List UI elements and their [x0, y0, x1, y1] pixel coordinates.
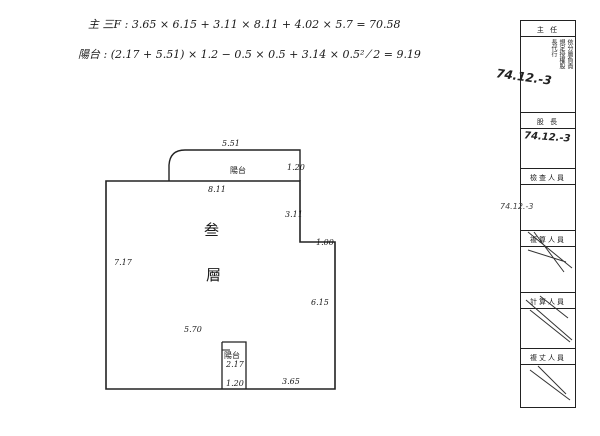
- dim-balcony-bottom-width: 1.20: [226, 379, 244, 388]
- dim-right-upper: 3.11: [285, 210, 303, 219]
- section-chief-cell: 股 長: [521, 113, 575, 129]
- form-header: 主 任: [536, 26, 560, 34]
- form-header-cell: 主 任: [521, 21, 575, 37]
- drafter-label: 複丈人員: [530, 354, 566, 362]
- section-chief-sign-cell: [521, 129, 575, 169]
- form-note-3: 長代行: [550, 39, 557, 57]
- dim-balcony-bottom-depth: 2.17: [226, 360, 244, 369]
- dim-bottom-right: 3.65: [282, 377, 300, 386]
- date-stamp-3: 74.12.-3: [500, 202, 534, 211]
- section-chief-label: 股 長: [536, 118, 560, 126]
- dim-step: 1.00: [316, 238, 334, 247]
- draftsman-label: 複算人員: [530, 236, 566, 244]
- scribble-1: [527, 231, 573, 273]
- scribble-2: [525, 295, 573, 343]
- balcony-bottom-corner: [221, 342, 230, 351]
- form-note-2: 規定授權股: [558, 39, 565, 69]
- form-notes: 依分層負責 規定授權股 長代行: [525, 39, 573, 110]
- dim-left-height: 7.17: [114, 258, 132, 267]
- balcony-top-label: 陽台: [230, 166, 246, 175]
- dim-top-width: 5.51: [222, 139, 240, 148]
- scribble-3: [529, 365, 571, 401]
- calculator-sign-cell: [521, 309, 575, 349]
- form-note-1: 依分層負責: [566, 39, 573, 69]
- inspector-sign-cell: [521, 185, 575, 231]
- draftsman-cell: 複算人員: [521, 231, 575, 247]
- balcony-bottom-label: 陽台: [224, 351, 240, 360]
- dim-bottom-width: 5.70: [184, 325, 202, 334]
- balcony-area-calculation: 陽台 : (2.17 + 5.51) × 1.2 − 0.5 × 0.5 + 3…: [78, 48, 421, 61]
- draftsman-sign-cell: [521, 247, 575, 293]
- form-notes-cell: 依分層負責 規定授權股 長代行: [521, 37, 575, 113]
- balcony-top-outline: [168, 149, 301, 181]
- dim-balcony-top-depth: 1.20: [287, 163, 305, 172]
- dim-inner-width: 8.11: [208, 185, 226, 194]
- dim-right-lower: 6.15: [311, 298, 329, 307]
- drafter-cell: 複丈人員: [521, 349, 575, 365]
- inspector-cell: 檢查人員: [521, 169, 575, 185]
- floor-label-char-2: 層: [206, 266, 222, 284]
- inspector-label: 檢查人員: [530, 174, 566, 182]
- floor-label-char-1: 叁: [204, 221, 220, 239]
- main-area-calculation: 主 三F : 3.65 × 6.15 + 3.11 × 8.11 + 4.02 …: [88, 18, 401, 31]
